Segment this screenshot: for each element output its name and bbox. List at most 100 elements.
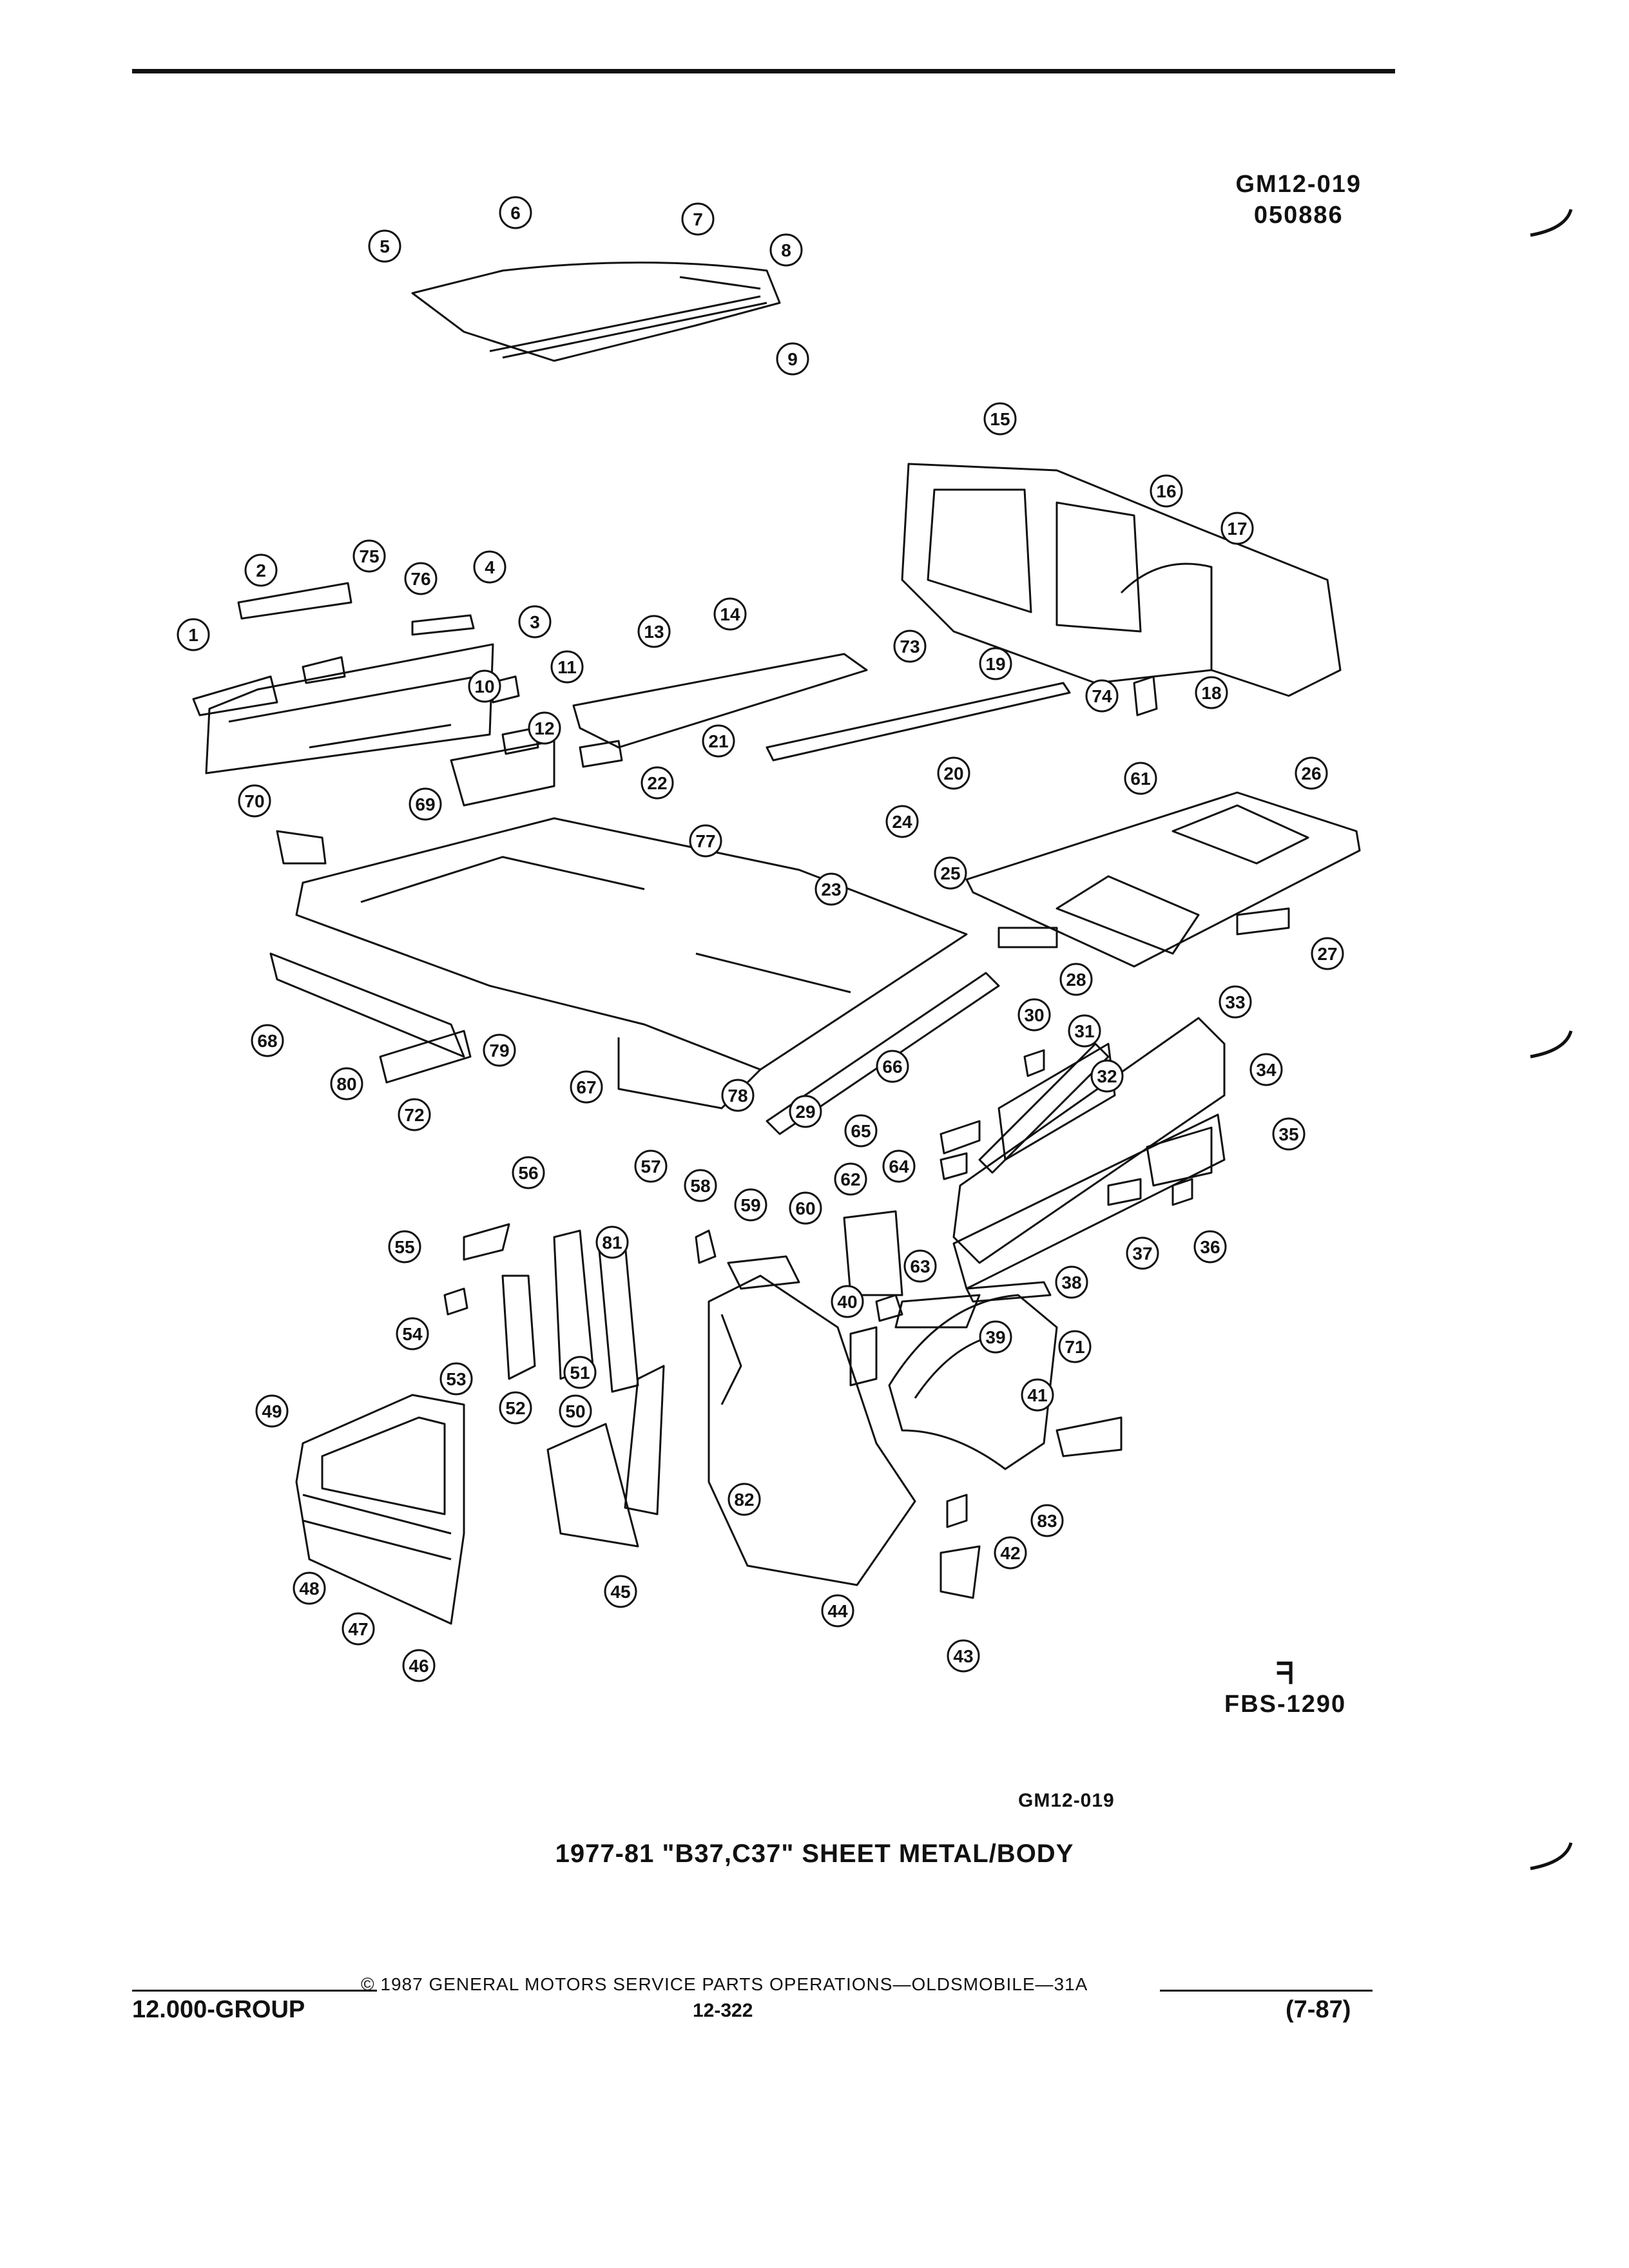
small-brackets xyxy=(276,675,1290,1599)
callout-82: 82 xyxy=(728,1483,761,1516)
svg-text:18: 18 xyxy=(1201,683,1221,703)
callout-15: 15 xyxy=(983,402,1017,436)
body-side-outer xyxy=(901,463,1342,697)
callout-35: 35 xyxy=(1272,1117,1306,1151)
callout-53: 53 xyxy=(439,1362,473,1396)
svg-text:70: 70 xyxy=(244,791,264,811)
svg-text:76: 76 xyxy=(410,569,430,589)
callout-72: 72 xyxy=(398,1098,431,1131)
callout-66: 66 xyxy=(876,1050,909,1083)
svg-text:50: 50 xyxy=(565,1401,585,1421)
callout-69: 69 xyxy=(409,787,442,821)
callout-73: 73 xyxy=(893,629,927,663)
callout-49: 49 xyxy=(255,1394,289,1428)
callout-26: 26 xyxy=(1295,756,1328,790)
callout-38: 38 xyxy=(1055,1265,1088,1299)
callout-17: 17 xyxy=(1220,512,1254,545)
svg-text:74: 74 xyxy=(1092,686,1112,706)
top-rule xyxy=(132,69,1395,73)
logo-code: FBS-1290 xyxy=(1224,1691,1347,1718)
svg-text:31: 31 xyxy=(1074,1021,1094,1041)
svg-text:26: 26 xyxy=(1301,764,1321,783)
svg-text:55: 55 xyxy=(394,1237,414,1257)
quarter-panel xyxy=(708,1274,916,1586)
cowl-assembly xyxy=(192,582,494,774)
callout-3: 3 xyxy=(518,605,552,639)
callout-45: 45 xyxy=(604,1575,637,1608)
svg-text:49: 49 xyxy=(262,1401,282,1421)
footer-rule-right xyxy=(1160,1990,1373,1992)
callout-25: 25 xyxy=(934,856,967,890)
svg-text:35: 35 xyxy=(1278,1124,1298,1144)
svg-text:71: 71 xyxy=(1065,1337,1084,1357)
callout-11: 11 xyxy=(550,650,584,684)
group-label: 12.000-GROUP xyxy=(132,1996,305,2023)
svg-text:64: 64 xyxy=(889,1157,909,1177)
rear-end-panel xyxy=(952,1017,1226,1290)
svg-text:63: 63 xyxy=(910,1256,930,1276)
callout-37: 37 xyxy=(1126,1236,1159,1270)
callout-34: 34 xyxy=(1249,1053,1283,1086)
callout-30: 30 xyxy=(1017,998,1051,1032)
callout-61: 61 xyxy=(1124,762,1157,795)
svg-text:25: 25 xyxy=(940,863,960,883)
svg-text:39: 39 xyxy=(985,1327,1005,1347)
callout-60: 60 xyxy=(789,1191,822,1225)
callout-50: 50 xyxy=(559,1394,592,1428)
callout-14: 14 xyxy=(713,597,747,631)
svg-text:66: 66 xyxy=(882,1057,902,1077)
svg-text:37: 37 xyxy=(1132,1244,1152,1264)
svg-text:43: 43 xyxy=(953,1646,973,1666)
svg-text:32: 32 xyxy=(1097,1066,1117,1086)
callout-79: 79 xyxy=(483,1033,516,1067)
svg-text:68: 68 xyxy=(257,1031,277,1051)
callout-51: 51 xyxy=(563,1356,597,1389)
callout-19: 19 xyxy=(979,647,1012,680)
callout-1: 1 xyxy=(177,618,210,651)
callout-42: 42 xyxy=(994,1536,1027,1570)
svg-text:62: 62 xyxy=(840,1169,860,1189)
svg-text:20: 20 xyxy=(943,764,963,783)
svg-text:30: 30 xyxy=(1024,1005,1044,1025)
callout-54: 54 xyxy=(396,1317,429,1350)
svg-text:17: 17 xyxy=(1227,519,1247,539)
svg-text:41: 41 xyxy=(1027,1385,1047,1405)
svg-text:59: 59 xyxy=(740,1195,760,1215)
svg-text:19: 19 xyxy=(985,654,1005,674)
page-number: 12-322 xyxy=(693,2000,753,2021)
svg-text:56: 56 xyxy=(518,1163,538,1183)
callout-64: 64 xyxy=(882,1149,916,1183)
svg-text:38: 38 xyxy=(1061,1273,1081,1293)
svg-text:83: 83 xyxy=(1037,1511,1057,1531)
svg-text:27: 27 xyxy=(1317,944,1337,964)
svg-text:75: 75 xyxy=(359,546,379,566)
svg-text:52: 52 xyxy=(505,1398,525,1418)
callout-33: 33 xyxy=(1219,985,1252,1019)
svg-text:73: 73 xyxy=(900,637,920,657)
callout-56: 56 xyxy=(512,1156,545,1189)
svg-text:23: 23 xyxy=(821,879,841,899)
svg-text:13: 13 xyxy=(644,622,664,642)
reference-code: GM12-019 xyxy=(1235,171,1362,198)
svg-text:67: 67 xyxy=(576,1077,596,1097)
figure-caption: 1977-81 "B37,C37" SHEET METAL/BODY xyxy=(555,1840,1074,1868)
callout-52: 52 xyxy=(499,1391,532,1425)
copyright-line: © 1987 GENERAL MOTORS SERVICE PARTS OPER… xyxy=(361,1974,1088,1994)
svg-text:14: 14 xyxy=(720,604,740,624)
roof-panel xyxy=(411,262,781,362)
svg-text:53: 53 xyxy=(446,1369,466,1389)
svg-text:79: 79 xyxy=(489,1041,509,1061)
footer-rule-left xyxy=(132,1990,377,1992)
callout-5: 5 xyxy=(368,229,401,263)
svg-text:7: 7 xyxy=(693,209,703,229)
callout-71: 71 xyxy=(1058,1330,1092,1363)
logo-block: ᖷ FBS-1290 xyxy=(1224,1656,1346,1718)
rear-shelf xyxy=(572,653,1071,762)
svg-text:2: 2 xyxy=(256,561,266,581)
svg-text:65: 65 xyxy=(851,1121,871,1141)
svg-text:46: 46 xyxy=(409,1656,429,1676)
svg-text:3: 3 xyxy=(530,612,540,632)
svg-text:24: 24 xyxy=(892,812,912,832)
